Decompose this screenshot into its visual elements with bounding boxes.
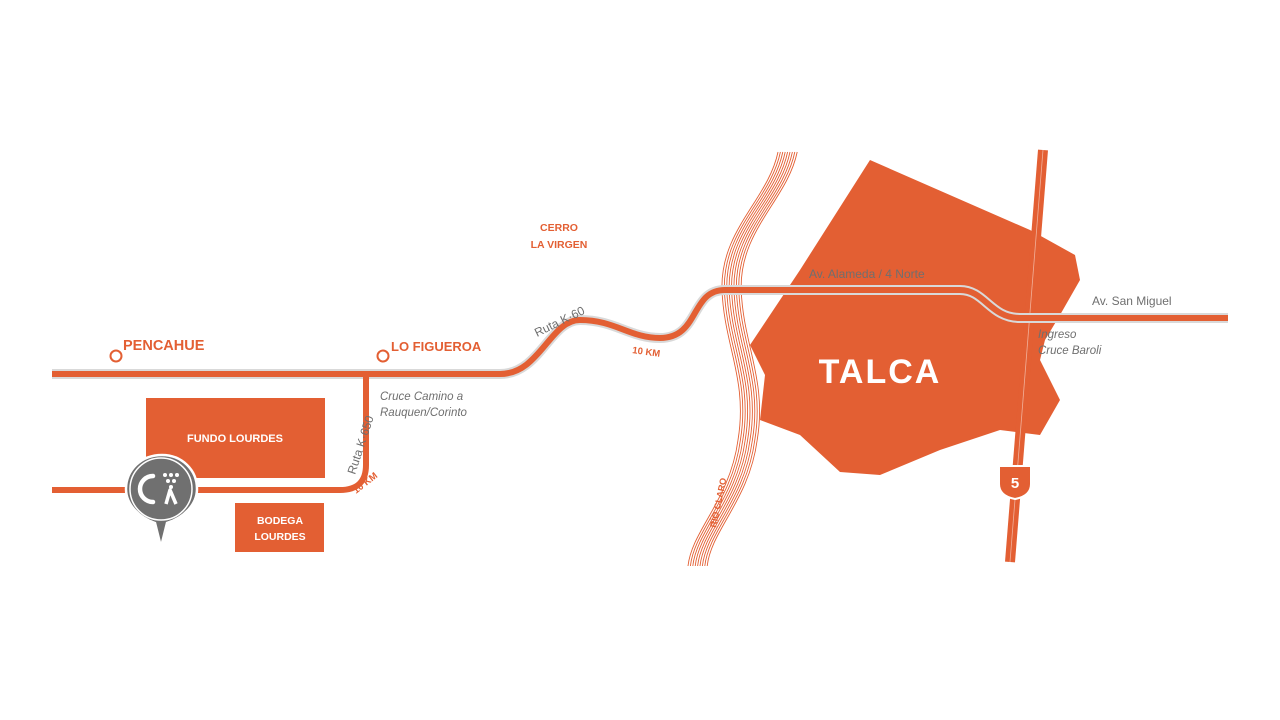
route-5-label: 5 <box>1011 475 1019 492</box>
river-line <box>699 151 791 567</box>
ingreso-note-line1: Ingreso <box>1038 329 1077 341</box>
river-line <box>704 151 796 567</box>
lo-figueroa-label: LO FIGUEROA <box>391 339 482 354</box>
bodega-lourdes-block[interactable] <box>235 503 324 552</box>
ingreso-note-line2: Cruce Baroli <box>1038 345 1102 357</box>
river-line <box>701 151 793 567</box>
pencahue-marker-icon[interactable] <box>109 349 123 363</box>
bodega-label-line2: LOURDES <box>254 531 305 543</box>
pencahue-label: PENCAHUE <box>123 338 205 354</box>
river-line <box>694 151 786 567</box>
fundo-lourdes-label: FUNDO LOURDES <box>187 433 283 445</box>
cruce-note-line1: Cruce Camino a <box>380 391 463 403</box>
talca-label: TALCA <box>819 353 942 391</box>
ruta-k650-road <box>52 374 369 493</box>
river-line <box>689 151 781 567</box>
river-line <box>687 151 779 567</box>
route-5-shield-icon <box>998 465 1032 501</box>
rio-claro-river <box>687 151 798 567</box>
talca-city-area[interactable] <box>750 160 1080 475</box>
bodega-label-line1: BODEGA <box>257 515 304 527</box>
river-line <box>692 151 784 567</box>
ruta-k650-label: Ruta K·650 <box>345 414 377 476</box>
main-road <box>52 287 1228 377</box>
k60-distance-label: 10 KM <box>632 345 661 360</box>
cerro-label-line1: CERRO <box>540 222 578 234</box>
river-line <box>706 151 798 567</box>
lo-figueroa-marker-icon[interactable] <box>376 349 390 363</box>
winery-logo-pin-icon[interactable] <box>124 453 199 548</box>
alameda-label: Av. Alameda / 4 Norte <box>809 267 925 281</box>
san-miguel-label: Av. San Miguel <box>1092 294 1172 308</box>
cerro-label-line2: LA VIRGEN <box>531 239 588 251</box>
river-line <box>697 151 789 567</box>
cruce-note-line2: Rauquen/Corinto <box>380 407 468 419</box>
